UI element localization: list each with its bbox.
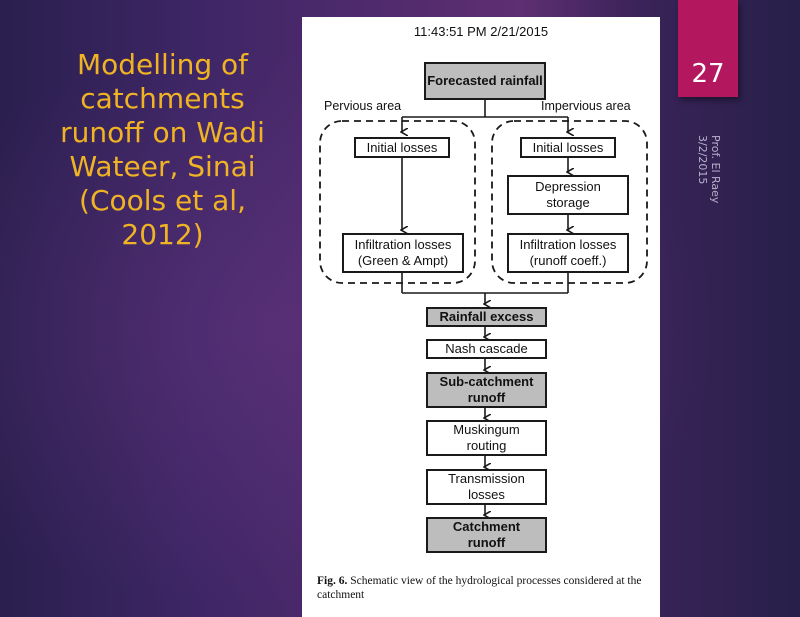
figure-caption: Fig. 6. Schematic view of the hydrologic…	[317, 574, 657, 602]
node-infiltration-losses-impervious: Infiltration losses (runoff coeff.)	[507, 233, 629, 273]
slide-number-tag: 27	[678, 0, 738, 97]
node-transmission-losses: Transmission losses	[426, 469, 547, 505]
node-catchment-runoff: Catchment runoff	[426, 517, 547, 553]
node-subcatchment-runoff: Sub-catchment runoff	[426, 372, 547, 408]
node-text-line: Infiltration losses	[519, 237, 617, 252]
node-text-line: (runoff coeff.)	[529, 253, 607, 268]
slide-number: 27	[691, 59, 725, 89]
footer-date: 3/2/2015	[696, 135, 709, 185]
node-initial-losses-impervious: Initial losses	[520, 137, 616, 158]
node-forecasted-rainfall: Forecasted rainfall	[424, 62, 546, 100]
flowchart-connectors	[319, 99, 648, 577]
caption-text: Schematic view of the hydrological proce…	[317, 575, 642, 601]
node-text-line: (Green & Ampt)	[357, 253, 449, 268]
node-initial-losses-pervious: Initial losses	[354, 137, 450, 158]
node-text-line: runoff	[467, 390, 506, 405]
node-text-line: Transmission	[448, 471, 525, 486]
slide-footer: Prof. El Raey 3/2/2015	[696, 135, 722, 203]
pervious-area-group	[319, 120, 476, 284]
figure-timestamp: 11:43:51 PM 2/21/2015	[413, 24, 549, 39]
node-text-line: Catchment	[452, 519, 521, 534]
flowchart-figure: 11:43:51 PM 2/21/2015 Forecasted rain	[302, 17, 660, 617]
node-rainfall-excess: Rainfall excess	[426, 307, 547, 327]
footer-author: Prof. El Raey	[709, 135, 722, 204]
slide-title: Modelling of catchments runoff on Wadi W…	[60, 48, 265, 251]
node-text-line: Depression	[535, 179, 601, 194]
node-text-line: Muskingum	[453, 422, 520, 437]
label-impervious-area: Impervious area	[541, 99, 631, 113]
node-text-line: routing	[466, 438, 507, 453]
caption-label: Fig. 6.	[317, 575, 348, 587]
node-depression-storage: Depression storage	[507, 175, 629, 215]
node-text-line: storage	[546, 195, 590, 210]
node-text-line: losses	[468, 487, 505, 502]
node-muskingum-routing: Muskingum routing	[426, 420, 547, 456]
node-text-line: runoff	[467, 535, 506, 550]
node-text-line: Sub-catchment	[439, 374, 534, 389]
impervious-area-group	[491, 120, 648, 284]
node-text-line: Infiltration losses	[354, 237, 452, 252]
label-pervious-area: Pervious area	[324, 99, 402, 113]
node-infiltration-losses-pervious: Infiltration losses (Green & Ampt)	[342, 233, 464, 273]
node-nash-cascade: Nash cascade	[426, 339, 547, 359]
